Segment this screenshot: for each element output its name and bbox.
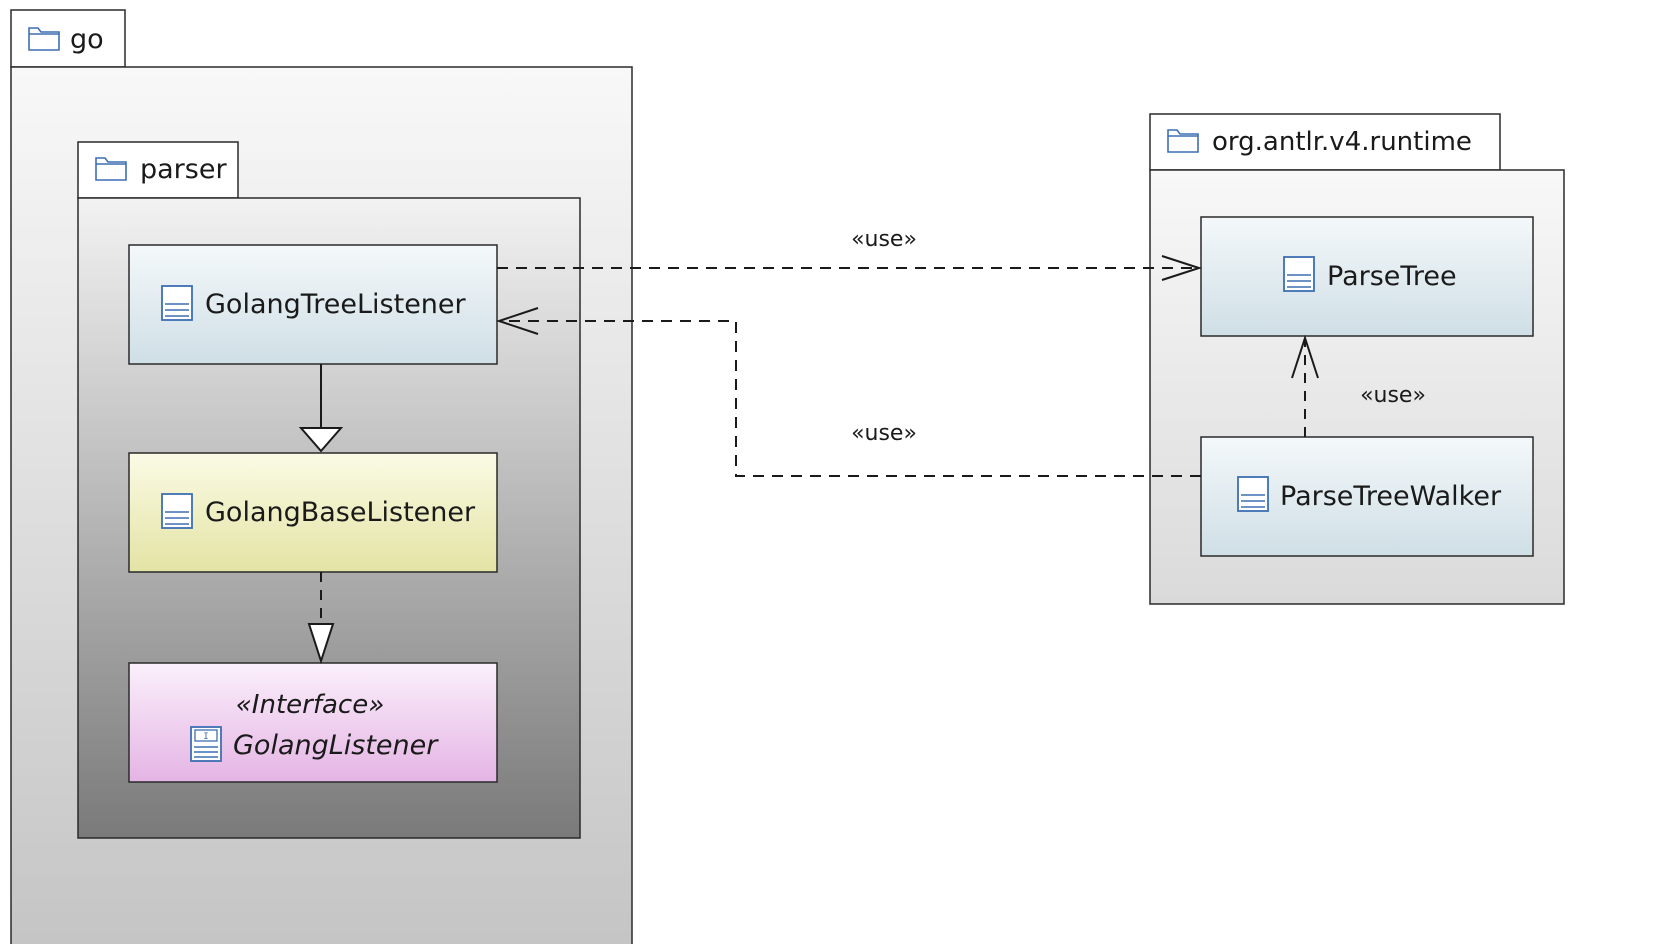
- interface-stereotype: «Interface»: [236, 690, 385, 720]
- dependency-line: [499, 320, 1201, 477]
- package-icon: [95, 157, 127, 181]
- package-icon: [1167, 129, 1199, 153]
- class-name: GolangBaseListener: [205, 497, 476, 528]
- dependency-arrowhead: [495, 307, 539, 335]
- package-runtime-tab: [1149, 113, 1501, 171]
- class-icon: [161, 285, 193, 321]
- dependency-arrowhead: [1291, 334, 1319, 379]
- use-label: «use»: [1360, 383, 1426, 408]
- class-golang-tree-listener[interactable]: GolangTreeListener: [128, 244, 498, 365]
- package-parser-label: parser: [140, 154, 227, 185]
- realization-arrow[interactable]: [307, 572, 335, 665]
- interface-golang-listener[interactable]: «Interface» I GolangListener: [128, 662, 498, 783]
- svg-text:I: I: [203, 732, 208, 742]
- class-name: ParseTree: [1327, 261, 1457, 292]
- use-dependency-tree-listener-to-parse-tree[interactable]: «use»: [497, 227, 1203, 281]
- use-dependency-walker-to-parse-tree[interactable]: «use»: [1291, 334, 1426, 437]
- use-dependency-walker-to-tree-listener[interactable]: «use»: [495, 307, 1201, 477]
- dependency-arrowhead: [1161, 255, 1203, 281]
- class-icon: [1237, 476, 1269, 512]
- class-box: [1200, 216, 1534, 337]
- class-icon: [161, 493, 193, 529]
- realization-arrowhead: [307, 623, 335, 665]
- class-name: ParseTreeWalker: [1280, 481, 1502, 512]
- generalization-arrowhead: [298, 427, 344, 453]
- interface-box: [128, 662, 498, 783]
- package-go-label: go: [70, 24, 104, 55]
- package-runtime-label: org.antlr.v4.runtime: [1212, 127, 1472, 157]
- interface-name: GolangListener: [233, 730, 439, 761]
- package-icon: [28, 27, 60, 51]
- interface-icon: I: [190, 726, 222, 762]
- package-go-tab: [10, 9, 126, 68]
- class-golang-base-listener[interactable]: GolangBaseListener: [128, 452, 498, 573]
- class-icon: [1283, 256, 1315, 292]
- class-parse-tree-walker[interactable]: ParseTreeWalker: [1200, 436, 1534, 557]
- generalization-arrow[interactable]: [298, 364, 344, 453]
- class-name: GolangTreeListener: [205, 289, 467, 320]
- class-parse-tree[interactable]: ParseTree: [1200, 216, 1534, 337]
- use-label: «use»: [851, 421, 917, 446]
- use-label: «use»: [851, 227, 917, 252]
